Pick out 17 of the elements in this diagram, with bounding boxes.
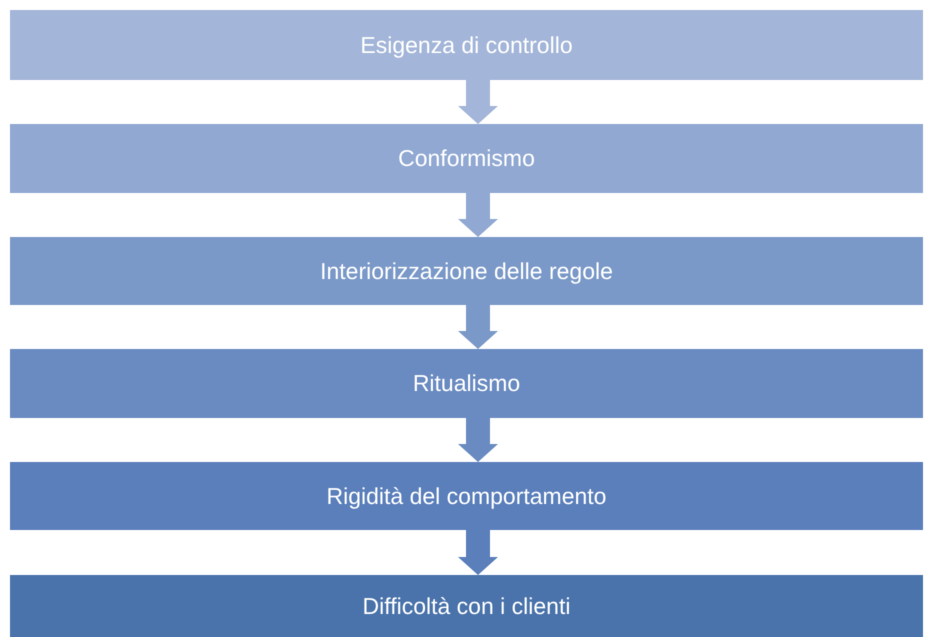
box-label: Difficoltà con i clienti bbox=[362, 592, 570, 620]
box-label: Rigidità del comportamento bbox=[326, 482, 606, 510]
block-arrow bbox=[458, 418, 498, 462]
process-box bbox=[10, 237, 923, 305]
process-box bbox=[10, 124, 923, 193]
process-box bbox=[10, 462, 923, 530]
process-box bbox=[10, 349, 923, 418]
box-label: Conformismo bbox=[398, 145, 535, 172]
box-label: Ritualismo bbox=[412, 370, 520, 397]
block-arrow bbox=[458, 193, 498, 237]
box-label: Esigenza di controllo bbox=[360, 32, 573, 58]
process-box bbox=[10, 10, 923, 80]
block-arrow bbox=[458, 530, 498, 575]
box-label: Interiorizzazione delle regole bbox=[320, 258, 613, 284]
block-arrow bbox=[458, 305, 498, 349]
block-arrow bbox=[458, 80, 498, 124]
process-box bbox=[10, 575, 923, 637]
